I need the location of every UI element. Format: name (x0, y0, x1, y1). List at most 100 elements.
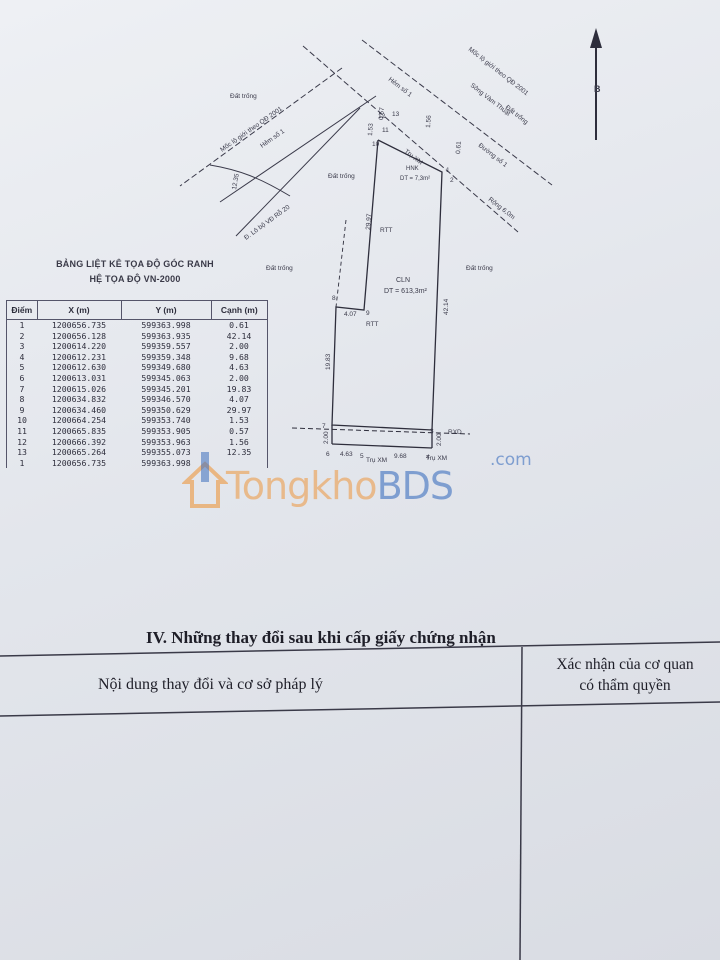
cell-y: 599363.998 (141, 457, 191, 468)
label-river: Sông Vàm Thuật (469, 82, 512, 118)
cell-x: 1200656.128 (51, 330, 107, 341)
label-hem: Hẻm số 1 (387, 74, 415, 98)
cell-x: 1200656.735 (51, 457, 107, 468)
cell-x: 1200666.392 (51, 436, 107, 447)
column-header-changes: Nội dung thay đổi và cơ sở pháp lý (98, 676, 323, 693)
column-header-authority: Xác nhận của cơ quan có thẩm quyền (530, 654, 720, 696)
table-row: 4 1200612.231 599359.348 9.68 (7, 352, 268, 363)
coord-table-title: BẢNG LIỆT KÊ TỌA ĐỘ GÓC RANH (56, 259, 214, 269)
dim-right: 42.14 (443, 298, 450, 315)
cell-point: 4 (19, 351, 25, 362)
cell-point: 7 (19, 383, 25, 394)
label-small-area-top: HNK (406, 166, 419, 172)
label-tru-xm-2: Trụ XM (426, 455, 447, 462)
cell-x: 1200665.264 (51, 447, 107, 458)
cell-length: 12.35 (226, 447, 252, 458)
cell-point: 10 (17, 415, 27, 426)
cell-x: 1200634.460 (51, 404, 107, 415)
column-header-authority-line1: Xác nhận của cơ quan (556, 656, 694, 673)
label-free-w: Đất trống (266, 263, 293, 272)
col-header-x: X (m) (36, 300, 122, 320)
pt-9: 9 (366, 310, 370, 317)
dim-061: 0.61 (455, 141, 463, 154)
cell-length: 1.53 (229, 415, 249, 426)
section-iv-title: IV. Những thay đổi sau khi cấp giấy chứn… (146, 628, 496, 647)
label-area: DT = 613,3m² (384, 288, 428, 295)
label-free-e: Đất trống (466, 263, 493, 272)
dim-968: 9.68 (394, 453, 407, 460)
label-tru-xm-3: Trụ XM (403, 148, 424, 166)
left-road-line (179, 67, 343, 187)
north-arrow: B (590, 28, 602, 140)
coord-table-subtitle: HỆ TỌA ĐỘ VN-2000 (89, 274, 181, 284)
cell-x: 1200612.630 (51, 362, 107, 373)
column-header-authority-line2: có thẩm quyền (579, 677, 671, 694)
pt-7: 7 (322, 423, 326, 430)
label-hem-left: Hẻm số 1 (258, 126, 286, 150)
dim-left: 19.83 (325, 353, 332, 370)
cell-length: 0.57 (229, 425, 249, 436)
cell-point: 5 (19, 362, 25, 373)
cell-y: 599353.963 (141, 436, 191, 447)
cell-x: 1200664.254 (51, 415, 107, 426)
inner-dash-line (335, 219, 347, 308)
cell-point: 6 (19, 372, 25, 383)
dim-407: 4.07 (344, 311, 357, 318)
label-area-top: CLN (396, 277, 410, 284)
watermark-domain: .com (490, 450, 532, 470)
coordinate-table-header: Điểm X (m) Y (m) Cạnh (m) (6, 300, 268, 320)
label-rxd: RXD (448, 429, 462, 436)
cell-x: 1200634.832 (51, 394, 107, 405)
watermark-brand-part2: BDS (376, 464, 454, 508)
cell-point: 13 (17, 447, 27, 458)
cell-length: 4.63 (229, 362, 249, 373)
cell-point: 11 (17, 425, 27, 436)
table-row: 6 1200613.031 599345.063 2.00 (7, 373, 268, 384)
cell-length: 4.07 (229, 394, 249, 405)
cell-y: 599350.629 (141, 404, 191, 415)
cell-length: 19.83 (226, 383, 252, 394)
pt-10: 10 (372, 141, 380, 148)
cell-length: 29.97 (226, 404, 252, 415)
dim-057: 0.57 (378, 107, 386, 120)
cell-x: 1200613.031 (51, 372, 107, 383)
col-header-point: Điểm (6, 300, 38, 320)
section-iv: IV. Những thay đổi sau khi cấp giấy chứn… (0, 610, 720, 960)
watermark-brand: TongkhoBDS (226, 464, 454, 508)
cell-length: 9.68 (229, 351, 249, 362)
cell-y: 599345.063 (141, 372, 191, 383)
cell-y: 599353.740 (141, 415, 191, 426)
cell-y: 599363.998 (141, 320, 191, 330)
cell-y: 599359.348 (141, 351, 191, 362)
dim-153: 1.53 (367, 123, 375, 136)
cell-point: 8 (19, 394, 25, 405)
land-plot-map: B Sông Vàm Thuật Mốc lộ giới theo QĐ 200… (179, 28, 602, 464)
cell-x: 1200612.231 (51, 351, 107, 362)
cell-length: 2.00 (229, 341, 249, 352)
dim-463: 4.63 (340, 451, 353, 458)
curve-road (209, 164, 291, 197)
dim-200b: 2.00 (436, 433, 443, 446)
cell-point: 9 (19, 404, 25, 415)
edge-6-4 (331, 443, 433, 449)
label-rtt-2: RTT (366, 321, 379, 328)
hem-left-line (235, 107, 361, 237)
cell-length: 2.00 (229, 372, 249, 383)
river-boundary-line (361, 39, 553, 186)
svg-text:B: B (594, 84, 601, 94)
watermark-brand-part1: Tongkho (226, 464, 378, 508)
dim-200a: 2.00 (323, 431, 330, 444)
label-tru-xm-1: Trụ XM (366, 457, 387, 464)
pt-2: 2 (450, 177, 454, 184)
section-iv-grid (0, 641, 720, 960)
